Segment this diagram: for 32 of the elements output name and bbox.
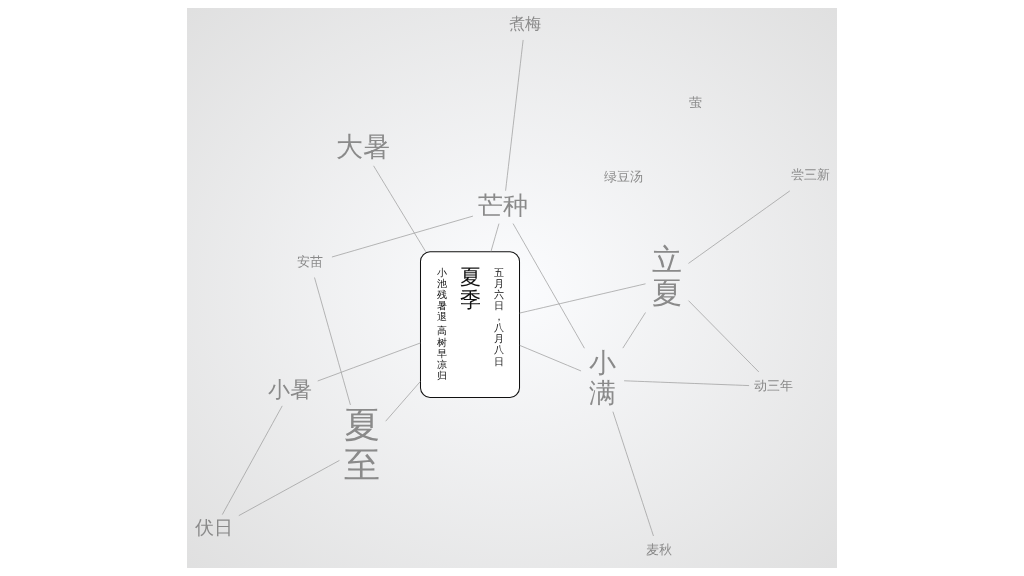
connector xyxy=(519,283,646,314)
node-text: 大暑 xyxy=(336,130,391,162)
connector xyxy=(373,165,427,253)
connector xyxy=(238,460,340,516)
connector xyxy=(314,277,351,406)
label: 绿豆汤 xyxy=(604,169,644,185)
node-text: 动三年 xyxy=(754,377,794,393)
connector xyxy=(331,215,474,258)
node-text: 小满 xyxy=(589,347,617,408)
connector xyxy=(512,223,585,349)
node-text: 伏日 xyxy=(194,515,233,538)
node-text: 煮梅 xyxy=(508,14,541,34)
connector xyxy=(505,39,524,192)
connector xyxy=(688,300,760,373)
node-box: 小池残暑退 高树早凉归 夏季 五月六日，八月八日 xyxy=(420,251,521,398)
node-text: 夏至 xyxy=(344,402,381,486)
connector xyxy=(622,312,646,349)
node-text: 小暑 xyxy=(268,375,313,402)
connector xyxy=(612,411,654,537)
connector xyxy=(490,223,500,252)
connector xyxy=(519,345,582,372)
label: 萤 xyxy=(689,94,703,110)
connector xyxy=(623,380,750,386)
node-text: 麦秋 xyxy=(645,541,672,557)
connector xyxy=(317,342,421,382)
node-text: 安苗 xyxy=(296,254,323,270)
connector xyxy=(221,405,283,515)
connector xyxy=(385,381,421,422)
node-text: 芒种 xyxy=(477,189,528,220)
connector xyxy=(688,190,791,264)
node-text: 立夏 xyxy=(651,241,682,310)
node-text: 尝三新 xyxy=(791,167,831,183)
